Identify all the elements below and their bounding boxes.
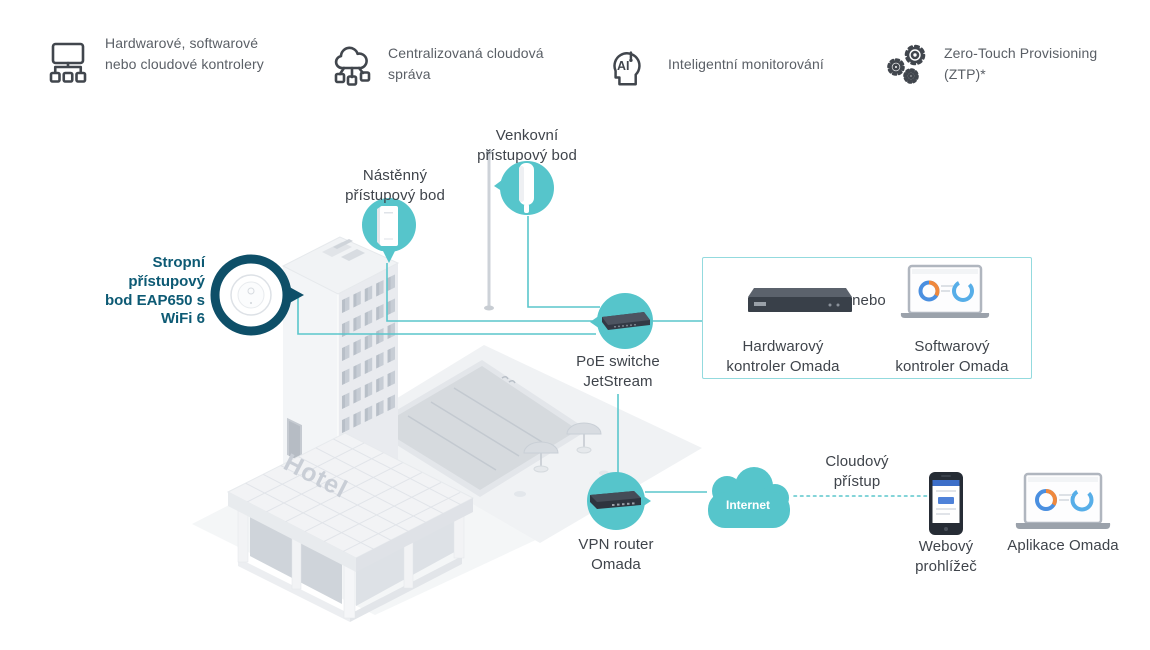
connector-lines bbox=[297, 216, 928, 497]
outdoor-ap-label: Venkovní přístupový bod bbox=[477, 127, 577, 164]
feature-label-ai-monitoring: Inteligentní monitorování bbox=[668, 56, 824, 72]
ceiling-ap-label: Stropní přístupový bod EAP650 s WiFi 6 bbox=[104, 254, 205, 328]
cloud-access-label: Cloudový přístup bbox=[825, 453, 889, 490]
pool-umbrellas bbox=[514, 422, 609, 497]
hotel-tower bbox=[281, 236, 400, 493]
controller-box bbox=[702, 257, 1032, 379]
roof-structure bbox=[333, 239, 353, 249]
hardware-controller-device bbox=[748, 288, 852, 312]
roof-structure bbox=[322, 242, 352, 257]
poe-switch-balloon bbox=[590, 293, 653, 349]
omada-app-laptop bbox=[1015, 472, 1111, 529]
hotel-podium: Hotel bbox=[226, 432, 475, 622]
wall-ap-label: Nástěnný přístupový bod bbox=[345, 167, 445, 204]
internet-cloud bbox=[708, 467, 790, 528]
ai-icon-text: AI bbox=[617, 59, 629, 73]
feature-label-cloud-management: Centralizovaná cloudová správa bbox=[388, 45, 544, 82]
poe-switch-label: PoE switche JetStream bbox=[576, 353, 660, 390]
software-controller-label: Softwarový kontroler Omada bbox=[895, 338, 1009, 375]
vpn-router-label: VPN router Omada bbox=[578, 536, 654, 573]
pool-ladder-icon bbox=[501, 375, 516, 384]
hardware-controller-label: Hardwarový kontroler Omada bbox=[726, 338, 840, 375]
smartphone bbox=[929, 472, 963, 535]
internet-label: Internet bbox=[725, 498, 770, 512]
ceiling-ap-callout bbox=[210, 254, 304, 336]
ai-monitoring-icon: AI bbox=[613, 51, 641, 86]
outdoor-ap-pole bbox=[484, 150, 494, 311]
outdoor-ap-balloon bbox=[494, 161, 554, 215]
vpn-router-balloon bbox=[587, 472, 651, 530]
web-browser-label: Webový prohlížeč bbox=[915, 538, 977, 575]
software-controller-laptop bbox=[900, 264, 990, 318]
omada-app-label: Aplikace Omada bbox=[1007, 537, 1119, 554]
or-label: nebo bbox=[852, 292, 886, 309]
controllers-icon bbox=[49, 42, 87, 83]
feature-label-controllers: Hardwarové, softwarové nebo cloudové kon… bbox=[105, 35, 264, 72]
wall-ap-balloon bbox=[362, 198, 416, 263]
cloud-management-icon bbox=[334, 46, 371, 86]
ztp-gears-icon bbox=[887, 44, 926, 84]
feature-label-ztp: Zero-Touch Provisioning (ZTP)* bbox=[944, 45, 1098, 82]
roof-structure bbox=[341, 249, 365, 261]
